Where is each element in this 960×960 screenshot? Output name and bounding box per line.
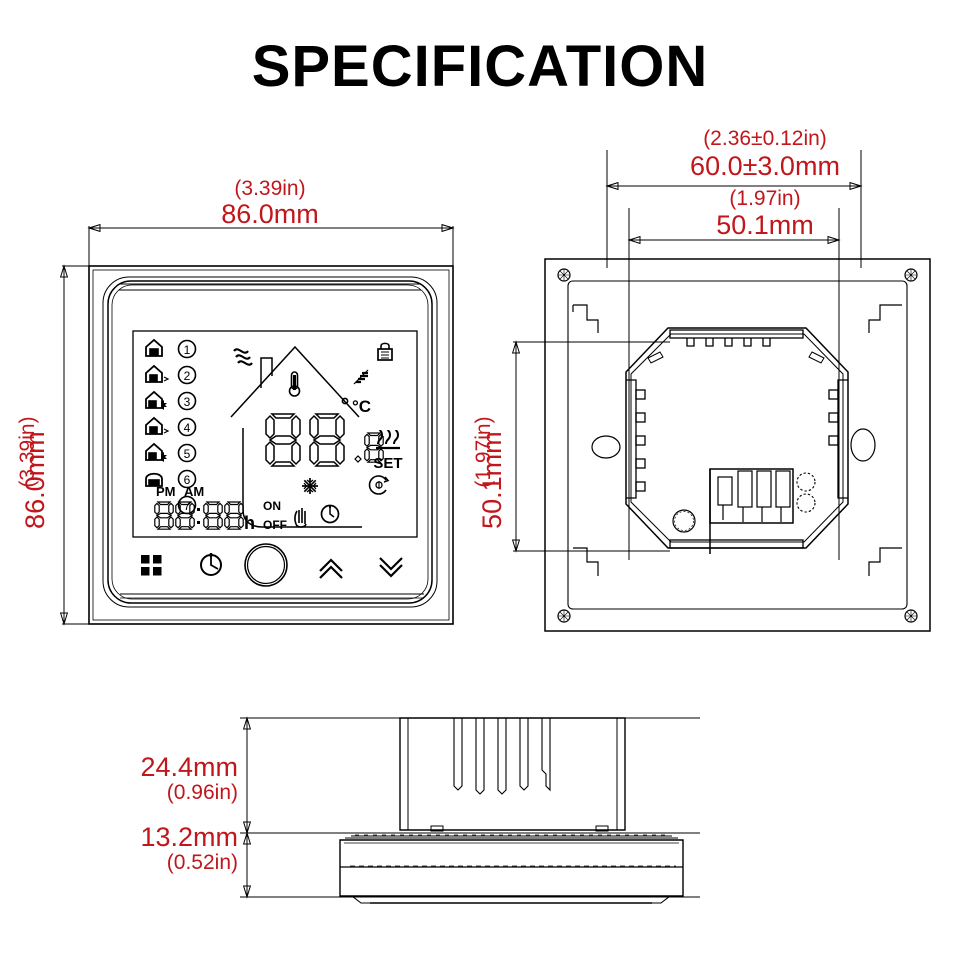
day-number-6: 6 xyxy=(177,469,197,489)
terminal-block xyxy=(709,468,816,554)
bottom-rail xyxy=(669,539,804,549)
svg-text:2: 2 xyxy=(184,369,191,383)
mounting-notch-br xyxy=(868,547,902,576)
corner-screw-br xyxy=(904,609,918,623)
lock-icon xyxy=(377,342,393,361)
clock-button xyxy=(200,553,222,576)
set-label: SET xyxy=(373,455,402,472)
day-number-4: 4 xyxy=(177,417,197,437)
house-icon-4 xyxy=(145,416,170,435)
back-inner-width-inches: (1.97in) xyxy=(729,187,801,210)
back-outer-width-mm: 60.0±3.0mm xyxy=(690,151,840,181)
day-number-5: 5 xyxy=(177,443,197,463)
back-panel-body xyxy=(544,258,931,632)
back-dimension-lines xyxy=(511,150,863,560)
side-depth-mm: 24.4mm xyxy=(140,752,238,782)
heat-waves-icon xyxy=(233,348,253,366)
floor-heating-icon xyxy=(376,429,400,450)
top-vents xyxy=(669,329,804,347)
menu-button xyxy=(141,555,162,576)
day-number-1: 1 xyxy=(177,339,197,359)
house-icon-column xyxy=(145,338,170,487)
front-width-mm: 86.0mm xyxy=(221,199,319,229)
left-rail xyxy=(626,379,646,499)
front-button-row xyxy=(141,543,403,587)
lcd-display: 1 2 3 4 5 6 7 xyxy=(145,338,403,533)
house-icon-1 xyxy=(145,338,163,357)
temperature-unit: °C xyxy=(341,397,371,416)
side-front-mm: 13.2mm xyxy=(140,822,238,852)
svg-text:7: 7 xyxy=(184,499,191,513)
corner-screw-tl xyxy=(557,268,571,282)
oval-cutout-right xyxy=(850,428,876,462)
day-number-column: 1 2 3 4 5 6 7 xyxy=(177,339,197,515)
fan-icon xyxy=(368,475,390,495)
clock-value xyxy=(154,501,244,530)
side-fins xyxy=(453,718,551,795)
up-button xyxy=(319,558,343,579)
thermometer-icon xyxy=(288,371,301,397)
svg-text:6: 6 xyxy=(184,473,191,487)
snowflake-icon xyxy=(302,478,318,494)
svg-text:4: 4 xyxy=(184,421,191,435)
day-number-2: 2 xyxy=(177,365,197,385)
svg-text:3: 3 xyxy=(184,395,191,409)
power-button xyxy=(244,543,288,587)
front-panel-body xyxy=(88,265,454,625)
on-label: ON xyxy=(263,499,281,513)
corner-screw-tr xyxy=(904,268,918,282)
pm-label: PM xyxy=(156,484,176,499)
svg-text:5: 5 xyxy=(184,447,191,461)
front-width-inches: (3.39in) xyxy=(234,177,306,200)
clock-unit-label: h xyxy=(244,513,255,533)
housing-tabs xyxy=(647,351,825,364)
inner-housing xyxy=(625,327,849,549)
off-label: OFF xyxy=(263,518,287,532)
day-number-3: 3 xyxy=(177,391,197,411)
corner-screw-bl xyxy=(557,609,571,623)
house-icon-3 xyxy=(145,390,167,410)
house-icon-6 xyxy=(145,472,163,487)
temperature-unit-label: °C xyxy=(352,397,371,416)
right-rail xyxy=(828,379,848,499)
page-title: SPECIFICATION xyxy=(251,34,709,99)
back-inner-width-mm: 50.1mm xyxy=(716,210,814,240)
am-label: AM xyxy=(184,484,204,499)
side-dimension-lines xyxy=(240,716,700,899)
front-dimension-lines xyxy=(59,223,455,626)
side-depth-inches: (0.96in) xyxy=(166,781,238,804)
round-hole xyxy=(672,509,696,533)
decimal-point xyxy=(354,455,362,463)
oval-cutout-left xyxy=(591,435,621,459)
down-button xyxy=(379,557,403,578)
back-outer-width-inches: (2.36±0.12in) xyxy=(703,127,827,150)
mounting-notch-bl xyxy=(573,547,599,576)
side-view-body xyxy=(339,717,684,904)
house-icon-2 xyxy=(145,364,170,383)
mounting-notch-tl xyxy=(572,304,599,333)
clock-icon xyxy=(320,504,340,524)
house-icon-5 xyxy=(145,442,167,462)
temperature-value xyxy=(265,413,345,467)
wifi-icon xyxy=(353,369,369,385)
hand-manual-icon xyxy=(294,508,307,528)
side-front-inches: (0.52in) xyxy=(166,851,238,874)
svg-text:1: 1 xyxy=(184,343,191,357)
mounting-notch-tr xyxy=(868,304,902,333)
